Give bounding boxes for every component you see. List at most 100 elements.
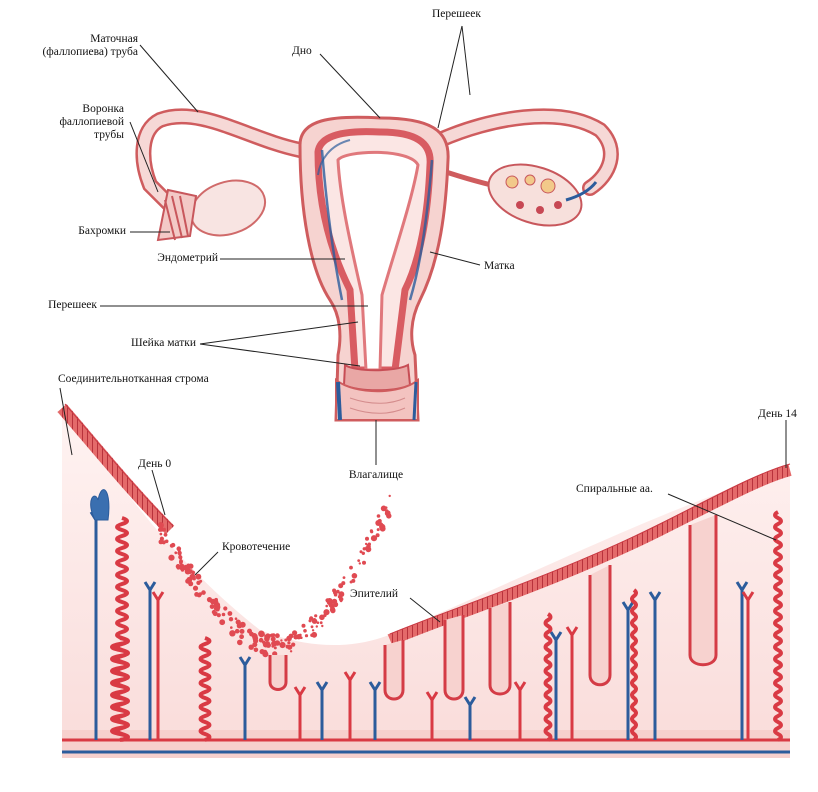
blood-fragment: [325, 598, 330, 603]
blood-fragment: [227, 611, 233, 616]
blood-fragment: [274, 640, 281, 646]
spiral-arteries: [110, 510, 783, 742]
blood-fragment: [253, 647, 259, 653]
blood-fragment: [280, 639, 283, 642]
blood-fragment: [162, 527, 166, 532]
menstrual-bleeding: [157, 494, 392, 658]
blood-fragment: [338, 591, 345, 598]
straight-artery: [741, 591, 755, 740]
blood-fragment: [335, 589, 340, 594]
right-ovary: [487, 163, 583, 227]
blood-fragment: [239, 628, 245, 634]
blood-fragment: [201, 590, 206, 595]
blood-fragment: [252, 635, 259, 642]
epithelium-left: [57, 404, 175, 535]
label-fallopian-tube-line1: Маточная: [90, 33, 138, 45]
blood-fragment: [192, 577, 196, 581]
vein-cluster-left: [90, 489, 110, 521]
blood-fragment: [381, 526, 385, 530]
endometrium-cycle: [57, 403, 792, 758]
blood-fragment: [365, 546, 370, 551]
blood-fragment: [293, 634, 299, 640]
blood-fragment: [195, 573, 202, 580]
label-fallopian-tube: Маточная (фаллопиева) труба: [38, 33, 138, 59]
blood-fragment: [270, 636, 276, 642]
blood-fragment: [364, 542, 368, 546]
blood-fragment: [210, 599, 215, 604]
straight-artery: [343, 671, 357, 740]
blood-fragment: [311, 618, 318, 624]
blood-fragment: [192, 585, 199, 591]
blood-fragment: [275, 633, 280, 639]
uterine-cavity: [336, 150, 420, 372]
blood-fragment: [319, 621, 323, 625]
blood-fragment: [361, 551, 365, 555]
blood-fragment: [357, 559, 361, 562]
blood-fragment: [219, 619, 226, 626]
label-fimbriae: Бахромки: [78, 225, 126, 237]
leader-lines-bottom: [59, 387, 787, 623]
blood-fragment: [214, 604, 221, 611]
blood-fragment: [187, 569, 193, 574]
label-vagina: Влагалище: [348, 469, 404, 481]
label-uterus: Матка: [484, 260, 515, 272]
blood-fragment: [212, 611, 218, 617]
blood-fragment: [239, 634, 245, 640]
spiral-artery: [630, 588, 638, 742]
blood-fragment: [234, 628, 240, 634]
blood-fragment: [359, 550, 363, 554]
blood-fragment: [264, 650, 268, 654]
label-stroma: Соединительнотканная строма: [58, 373, 209, 385]
blood-fragment: [380, 505, 387, 512]
blood-fragment: [386, 513, 392, 519]
blood-fragment: [199, 579, 203, 583]
label-fundus: Дно: [292, 45, 312, 57]
vein: [238, 656, 252, 740]
vein: [735, 581, 749, 740]
blood-fragment: [375, 520, 382, 526]
ovarian-follicles: [505, 174, 562, 214]
spiral-artery: [543, 612, 553, 742]
blood-fragment: [264, 636, 270, 642]
label-funnel: Воронка фаллопиевой трубы: [40, 103, 124, 142]
vein: [549, 631, 563, 740]
blood-fragment: [316, 621, 320, 624]
blood-fragment: [376, 514, 381, 518]
blood-fragment: [300, 636, 303, 639]
blood-fragment: [319, 614, 325, 621]
blood-fragment: [235, 619, 241, 625]
blood-fragment: [370, 530, 374, 534]
blood-fragment: [191, 570, 196, 575]
blood-fragment: [375, 533, 380, 538]
blood-fragment: [229, 630, 236, 637]
blood-fragment: [168, 554, 175, 561]
basal-layer: [62, 730, 790, 758]
blood-fragment: [325, 604, 329, 608]
blood-fragment: [342, 576, 346, 579]
blood-fragment: [186, 563, 190, 567]
blood-fragment: [388, 494, 391, 498]
blood-fragment: [249, 631, 254, 637]
straight-artery: [425, 691, 439, 740]
blood-fragment: [351, 573, 358, 579]
blood-fragment: [287, 641, 291, 645]
blood-fragment: [179, 557, 183, 560]
fimbriae: [156, 188, 198, 242]
vein: [368, 681, 382, 740]
spiral-artery: [773, 510, 783, 742]
blood-fragment: [273, 646, 277, 650]
label-spiral-arteries: Спиральные аа.: [576, 483, 653, 495]
blood-fragment: [188, 581, 194, 587]
blood-fragment: [286, 635, 292, 642]
blood-fragment: [157, 527, 163, 532]
label-endometrium: Эндометрий: [157, 252, 218, 264]
connective-stroma: [62, 408, 790, 752]
blood-fragment: [303, 629, 307, 633]
blood-fragment: [159, 532, 163, 536]
blood-fragment: [209, 604, 215, 609]
blood-fragment: [291, 642, 296, 647]
blood-fragment: [265, 642, 271, 648]
blood-fragment: [289, 650, 293, 653]
blood-fragment: [198, 592, 203, 596]
blood-fragment: [228, 617, 234, 622]
